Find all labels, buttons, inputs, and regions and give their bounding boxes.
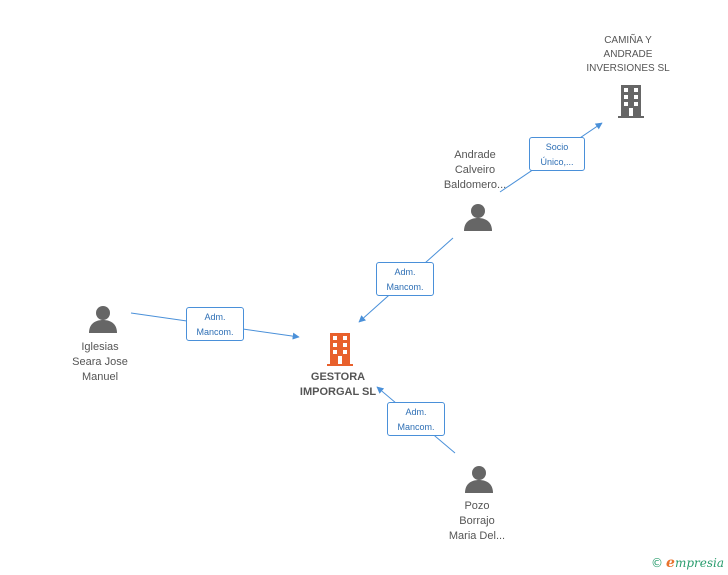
edge-label-adm-mancom-iglesias[interactable]: Adm. Mancom. <box>186 307 244 341</box>
node-gestora-label[interactable]: GESTORA IMPORGAL SL <box>288 370 388 400</box>
brand-name: mpresia <box>674 556 724 570</box>
edge-label-socio-unico[interactable]: Socio Único,... <box>529 137 585 171</box>
node-pozo-line-1: Pozo <box>464 500 490 512</box>
node-iglesias-label[interactable]: Iglesias Seara Jose Manuel <box>50 340 150 385</box>
node-pozo-line-3: Maria Del... <box>448 530 506 542</box>
node-camina-line-3: INVERSIONES SL <box>586 63 670 74</box>
node-camina-label[interactable]: CAMIÑA Y ANDRADE INVERSIONES SL <box>578 34 678 76</box>
node-andrade-line-1: Andrade <box>454 149 496 161</box>
node-andrade-line-2: Calveiro <box>454 164 496 176</box>
node-iglesias-line-2: Seara Jose <box>72 356 128 368</box>
node-iglesias-line-3: Manuel <box>81 371 119 383</box>
node-andrade-label[interactable]: Andrade Calveiro Baldomero... <box>425 148 525 193</box>
edge-label-line-2: Mancom. <box>386 282 424 292</box>
edge-label-line-1: Adm. <box>204 312 226 322</box>
copyright-symbol: © <box>651 556 664 570</box>
building-icon[interactable] <box>615 84 647 118</box>
edge-label-line-2: Mancom. <box>196 327 234 337</box>
main-company-building-icon[interactable] <box>324 332 356 366</box>
edge-label-adm-mancom-andrade[interactable]: Adm. Mancom. <box>376 262 434 296</box>
node-iglesias-line-1: Iglesias <box>81 341 119 353</box>
empresia-watermark: ©empresia <box>651 555 724 571</box>
edge-label-line-1: Adm. <box>405 407 427 417</box>
edge-label-line-1: Socio <box>545 142 569 152</box>
node-andrade-line-3: Baldomero... <box>443 179 507 191</box>
node-camina-line-2: ANDRADE <box>603 49 653 60</box>
node-camina-line-1: CAMIÑA Y <box>604 35 652 46</box>
node-pozo-label[interactable]: Pozo Borrajo Maria Del... <box>427 499 527 544</box>
node-gestora-line-1: GESTORA <box>310 371 366 383</box>
person-icon[interactable] <box>463 203 493 231</box>
edge-label-line-1: Adm. <box>394 267 416 277</box>
edge-label-line-2: Único,... <box>540 157 574 167</box>
person-icon[interactable] <box>88 305 118 333</box>
node-pozo-line-2: Borrajo <box>459 515 495 527</box>
edge-label-line-2: Mancom. <box>397 422 435 432</box>
brand-initial: e <box>666 555 675 571</box>
edge-label-adm-mancom-pozo[interactable]: Adm. Mancom. <box>387 402 445 436</box>
person-icon[interactable] <box>464 465 494 493</box>
node-gestora-line-2: IMPORGAL SL <box>299 386 377 398</box>
